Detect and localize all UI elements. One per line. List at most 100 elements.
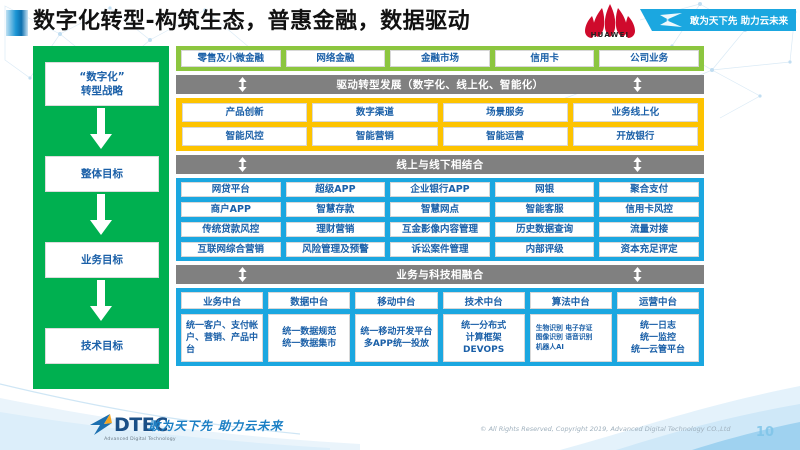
business-line-cell[interactable]: 网络金融 — [285, 50, 386, 67]
online-offline-cell[interactable]: 智慧网点 — [390, 202, 490, 217]
mid-platform-head[interactable]: 数据中台 — [268, 292, 351, 309]
online-offline-row-2: 商户APP 智慧存款 智慧网点 智能客服 信用卡风控 — [181, 202, 699, 217]
cell-label: 公司业务 — [630, 52, 669, 64]
mid-platform-body[interactable]: 统一客户、支付帐户、营销、产品中台 — [181, 314, 264, 362]
strategy-item-0[interactable]: “数字化” 转型战略 — [45, 62, 159, 106]
transformation-cell[interactable]: 智能风控 — [182, 127, 308, 146]
cell-label: 企业银行APP — [410, 183, 470, 195]
strategy-item-label: 整体目标 — [81, 168, 123, 180]
transformation-cell[interactable]: 业务线上化 — [572, 103, 698, 122]
svg-text:DTEC: DTEC — [114, 414, 168, 436]
transformation-cell[interactable]: 开放银行 — [572, 127, 698, 146]
mid-platform-head[interactable]: 算法中台 — [529, 292, 612, 309]
transformation-band: 产品创新 数字渠道 场景服务 业务线上化 智能风控 智能营销 智能运营 开放银行 — [176, 98, 704, 151]
business-line-cell[interactable]: 公司业务 — [599, 50, 699, 67]
cell-label: 智能营销 — [355, 130, 394, 142]
cell-label: 网银 — [535, 183, 555, 195]
slide-footer: DTEC Advanced Digital Technology 敢为天下先 助… — [0, 383, 800, 450]
online-offline-cell[interactable]: 聚合支付 — [599, 182, 699, 197]
online-offline-cell[interactable]: 网银 — [494, 182, 595, 197]
down-arrow-icon-0 — [90, 108, 112, 149]
cell-label: 智能运营 — [486, 130, 525, 142]
mid-platform-body[interactable]: 统一日志 统一监控 统一云管平台 — [616, 314, 700, 362]
online-offline-cell[interactable]: 企业银行APP — [390, 182, 490, 197]
cell-label: 智能风控 — [225, 130, 264, 142]
cell-label: 理财营销 — [316, 223, 355, 235]
business-line-cell[interactable]: 信用卡 — [494, 50, 595, 67]
transformation-cell[interactable]: 智能运营 — [442, 127, 568, 146]
huawei-wordmark: HUAWEI — [590, 31, 630, 39]
strategy-item-2[interactable]: 业务目标 — [45, 242, 159, 278]
online-offline-row-4: 互联网综合营销 风险管理及预警 诉讼案件管理 内部评级 资本充足评定 — [181, 242, 699, 257]
online-offline-cell[interactable]: 信用卡风控 — [599, 202, 699, 217]
cell-label: 资本充足评定 — [620, 243, 678, 255]
online-offline-cell[interactable]: 超级APP — [285, 182, 386, 197]
transformation-row-2: 智能风控 智能营销 智能运营 开放银行 — [182, 127, 698, 146]
cell-label: 商户APP — [210, 203, 251, 215]
down-arrow-icon-2 — [90, 280, 112, 321]
online-offline-cell[interactable]: 智能客服 — [494, 202, 595, 217]
footer-slogan: 敢为天下先 助力云未来 — [148, 419, 284, 433]
strategy-item-1[interactable]: 整体目标 — [45, 156, 159, 192]
connector-band-1: 驱动转型发展（数字化、线上化、智能化） — [176, 75, 704, 94]
content-stack: 零售及小微金融 网络金融 金融市场 信用卡 公司业务 驱动转型发展（数字化、线上… — [176, 46, 704, 366]
connector-band-3: 业务与科技相融合 — [176, 265, 704, 284]
cell-label: 传统贷款风控 — [202, 223, 260, 235]
mid-platform-body[interactable]: 统一分布式 计算框架DEVOPS — [442, 314, 525, 362]
double-arrow-icon — [633, 267, 642, 282]
online-offline-cell[interactable]: 网贷平台 — [181, 182, 281, 197]
copyright-text: © All Rights Reserved, Copyright 2019, A… — [480, 425, 731, 433]
business-line-cell[interactable]: 金融市场 — [390, 50, 490, 67]
online-offline-cell[interactable]: 诉讼案件管理 — [390, 242, 490, 257]
transformation-cell[interactable]: 智能营销 — [312, 127, 438, 146]
online-offline-cell[interactable]: 风险管理及预警 — [285, 242, 386, 257]
online-offline-cell[interactable]: 理财营销 — [285, 222, 386, 237]
strategy-item-3[interactable]: 技术目标 — [45, 328, 159, 364]
cell-label: 移动中台 — [377, 296, 416, 308]
online-offline-row-1: 网贷平台 超级APP 企业银行APP 网银 聚合支付 — [181, 182, 699, 197]
huawei-banner-shape — [640, 9, 796, 31]
online-offline-cell[interactable]: 智慧存款 — [285, 202, 386, 217]
business-line-cell[interactable]: 零售及小微金融 — [181, 50, 281, 67]
transformation-cell[interactable]: 产品创新 — [182, 103, 308, 122]
mid-platform-body[interactable]: 生物识别 电子存证 图像识别 语音识别 机器人AI — [529, 314, 612, 362]
cell-label: 业务线上化 — [611, 106, 660, 118]
cell-label: 场景服务 — [486, 106, 525, 118]
online-offline-cell[interactable]: 流量对接 — [599, 222, 699, 237]
transformation-cell[interactable]: 场景服务 — [442, 103, 568, 122]
strategy-item-label: 技术目标 — [81, 340, 123, 352]
cell-label: 聚合支付 — [630, 183, 669, 195]
online-offline-cell[interactable]: 资本充足评定 — [599, 242, 699, 257]
double-arrow-icon — [238, 77, 247, 92]
online-offline-cell[interactable]: 传统贷款风控 — [181, 222, 281, 237]
mid-platform-head[interactable]: 业务中台 — [181, 292, 264, 309]
online-offline-cell[interactable]: 内部评级 — [494, 242, 595, 257]
mid-platform-body[interactable]: 统一数据规范 统一数据集市 — [268, 314, 351, 362]
cell-label: 诉讼案件管理 — [411, 243, 469, 255]
double-arrow-icon — [633, 157, 642, 172]
online-offline-cell[interactable]: 互联网综合营销 — [181, 242, 281, 257]
cell-label: 信用卡风控 — [625, 203, 673, 215]
cell-label: 超级APP — [315, 183, 356, 195]
online-offline-band: 网贷平台 超级APP 企业银行APP 网银 聚合支付 商户APP 智慧存款 智慧… — [176, 178, 704, 261]
mid-platform-head[interactable]: 运营中台 — [616, 292, 700, 309]
cell-label: 智能客服 — [525, 203, 564, 215]
mid-platform-head[interactable]: 移动中台 — [355, 292, 438, 309]
dtec-logo-icon: DTEC — [90, 414, 168, 436]
huawei-logo-icon — [585, 4, 635, 38]
dtec-logo-subtitle: Advanced Digital Technology — [104, 437, 176, 442]
double-arrow-icon — [633, 77, 642, 92]
online-offline-cell[interactable]: 商户APP — [181, 202, 281, 217]
mid-platform-body[interactable]: 统一移动开发平台 多APP统一投放 — [355, 314, 438, 362]
online-offline-cell[interactable]: 历史数据查询 — [494, 222, 595, 237]
mid-platform-head[interactable]: 技术中台 — [442, 292, 525, 309]
cell-label: 互联网综合营销 — [197, 243, 265, 255]
strategy-item-label: “数字化” 转型战略 — [79, 71, 125, 97]
transformation-cell[interactable]: 数字渠道 — [312, 103, 438, 122]
cell-label: 流量对接 — [630, 223, 669, 235]
connector-label: 线上与线下相结合 — [396, 159, 484, 171]
cell-label: 运营中台 — [638, 296, 677, 308]
mid-platform-column: 运营中台 统一日志 统一监控 统一云管平台 — [616, 292, 700, 362]
online-offline-cell[interactable]: 互金影像内容管理 — [390, 222, 490, 237]
cell-label: 智慧网点 — [420, 203, 459, 215]
